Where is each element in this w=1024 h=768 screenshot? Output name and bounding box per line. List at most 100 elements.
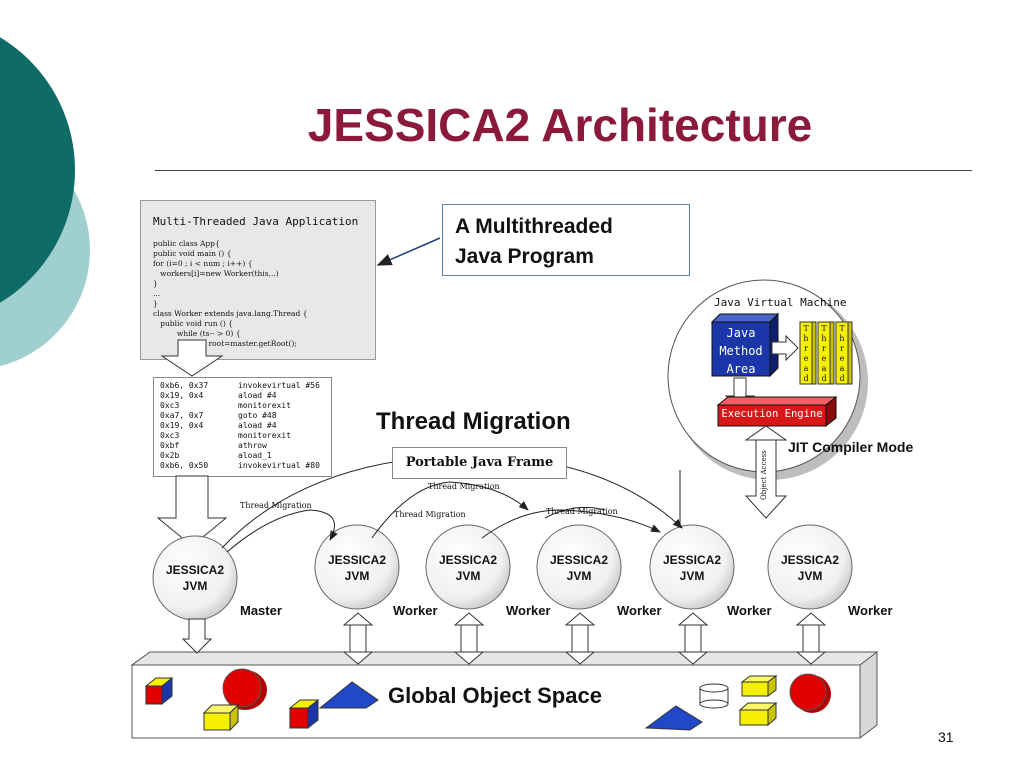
method-area-block [710,312,780,378]
code-line: } [153,299,158,308]
bytecode-op: goto #48 [238,411,277,420]
object-access-label: Object Access [760,450,768,500]
worker-label: Worker [617,603,662,618]
bytecode-op: invokevirtual #56 [238,381,320,390]
method-area-line: Method [719,344,763,358]
left-decoration [0,37,90,367]
method-area-label: Java Method Area [712,324,770,378]
jvm-name: JVM [182,579,208,593]
bytecode-addr: 0x2b [160,451,180,460]
bytecode-addr: 0xb6, 0x50 [160,461,209,470]
arc-label: Thread Migration [428,482,500,491]
worker-jvm-sphere [314,524,400,610]
thread-letter: h [803,334,809,343]
bytecode-addr: 0x19, 0x4 [160,391,204,400]
load-arrow [156,475,228,547]
thread-columns [799,321,853,385]
worker-jvm-label: JESSICA2 JVM [322,552,392,584]
thread-letter: e [803,354,809,363]
thread-column-label: T h r e a d [818,324,830,384]
worker-jvm-label: JESSICA2 JVM [433,552,503,584]
thread-migration-label: Thread Migration [376,408,571,435]
object-access-arrow [744,439,788,519]
jvm-name: JVM [797,569,823,583]
callout-box: A Multithreaded Java Program [442,204,690,276]
bytecode-op: invokevirtual #80 [238,461,320,470]
worker-jvm-sphere [425,524,511,610]
jvm-name: JESSICA2 [662,553,722,567]
thread-letter: e [821,354,827,363]
code-line: public class App{ [153,239,220,248]
thread-letter: h [821,334,827,343]
thread-letter: r [822,344,826,353]
bytecode-addr: 0xa7, 0x7 [160,411,204,420]
thread-letter: T [839,324,845,333]
white-cylinder [699,683,729,709]
worker-label: Worker [393,603,438,618]
jvm-detail-title: Java Virtual Machine [714,296,847,309]
worker-jvm-sphere [767,524,853,610]
execution-engine-label: Execution Engine [721,408,823,420]
code-line: while (ts-- > 0) { [153,329,241,338]
yellow-box [741,681,769,697]
code-line: ... [153,289,161,298]
code-line: for (i=0 ; i < num ; i++) { [153,259,253,268]
blue-wedge [644,705,703,731]
bytecode-op: monitorexit [238,431,291,440]
thread-letter: r [840,344,844,353]
portable-java-frame-box: Portable Java Frame [392,447,567,479]
jvm-name: JESSICA2 [327,553,387,567]
worker-jvm-label: JESSICA2 JVM [544,552,614,584]
bytecode-op: monitorexit [238,401,291,410]
thread-letter: T [821,324,827,333]
thread-letter: a [821,364,827,373]
jvm-name: JVM [455,569,481,583]
red-cube [145,685,163,705]
execution-engine-block [716,395,838,428]
method-thread-arrow [771,334,799,362]
code-panel: Multi-Threaded Java Application public c… [140,200,376,360]
arc-label: Thread Migration [394,510,466,519]
jvm-name: JESSICA2 [780,553,840,567]
master-jvm-label: JESSICA2 JVM [160,562,230,594]
jvm-name: JVM [566,569,592,583]
object-shapes [144,668,831,732]
arc-label: Thread Migration [240,501,312,510]
thread-letter: d [839,374,845,383]
worker-jvm-sphere [536,524,622,610]
yellow-box [203,712,231,731]
jvm-name: JVM [679,569,705,583]
jvm-name: JESSICA2 [165,563,225,577]
title-rule [155,170,972,171]
page-number: 31 [938,729,954,745]
worker-jvm-label: JESSICA2 JVM [657,552,727,584]
worker-jvm-sphere [649,524,735,610]
bytecode-op: athrow [238,441,267,450]
code-line: workers[i]=new Worker(this,..) [153,269,279,278]
thread-letter: e [839,354,845,363]
code-line: public void main () { [153,249,232,258]
jvm-name: JESSICA2 [438,553,498,567]
bytecode-op: aload #4 [238,391,277,400]
sphere-slab-connectors [181,612,827,665]
jvm-name: JESSICA2 [549,553,609,567]
bytecode-addr: 0xbf [160,441,180,450]
worker-jvm-label: JESSICA2 JVM [775,552,845,584]
master-label: Master [240,603,282,618]
bytecode-addr: 0x19, 0x4 [160,421,204,430]
callout-line: Java Program [455,245,594,268]
bytecode-addr: 0xc3 [160,401,180,410]
compile-arrow [160,339,224,377]
worker-label: Worker [848,603,893,618]
jit-compiler-label: JIT Compiler Mode [788,439,914,455]
thread-letter: h [839,334,845,343]
bytecode-op: aload #4 [238,421,277,430]
method-area-line: Java [726,326,756,340]
worker-label: Worker [727,603,772,618]
code-line: } [153,279,158,288]
yellow-box [739,709,769,726]
thread-column-label: T h r e a d [800,324,812,384]
jvm-spheres [152,524,853,621]
callout-arrow [376,237,441,266]
